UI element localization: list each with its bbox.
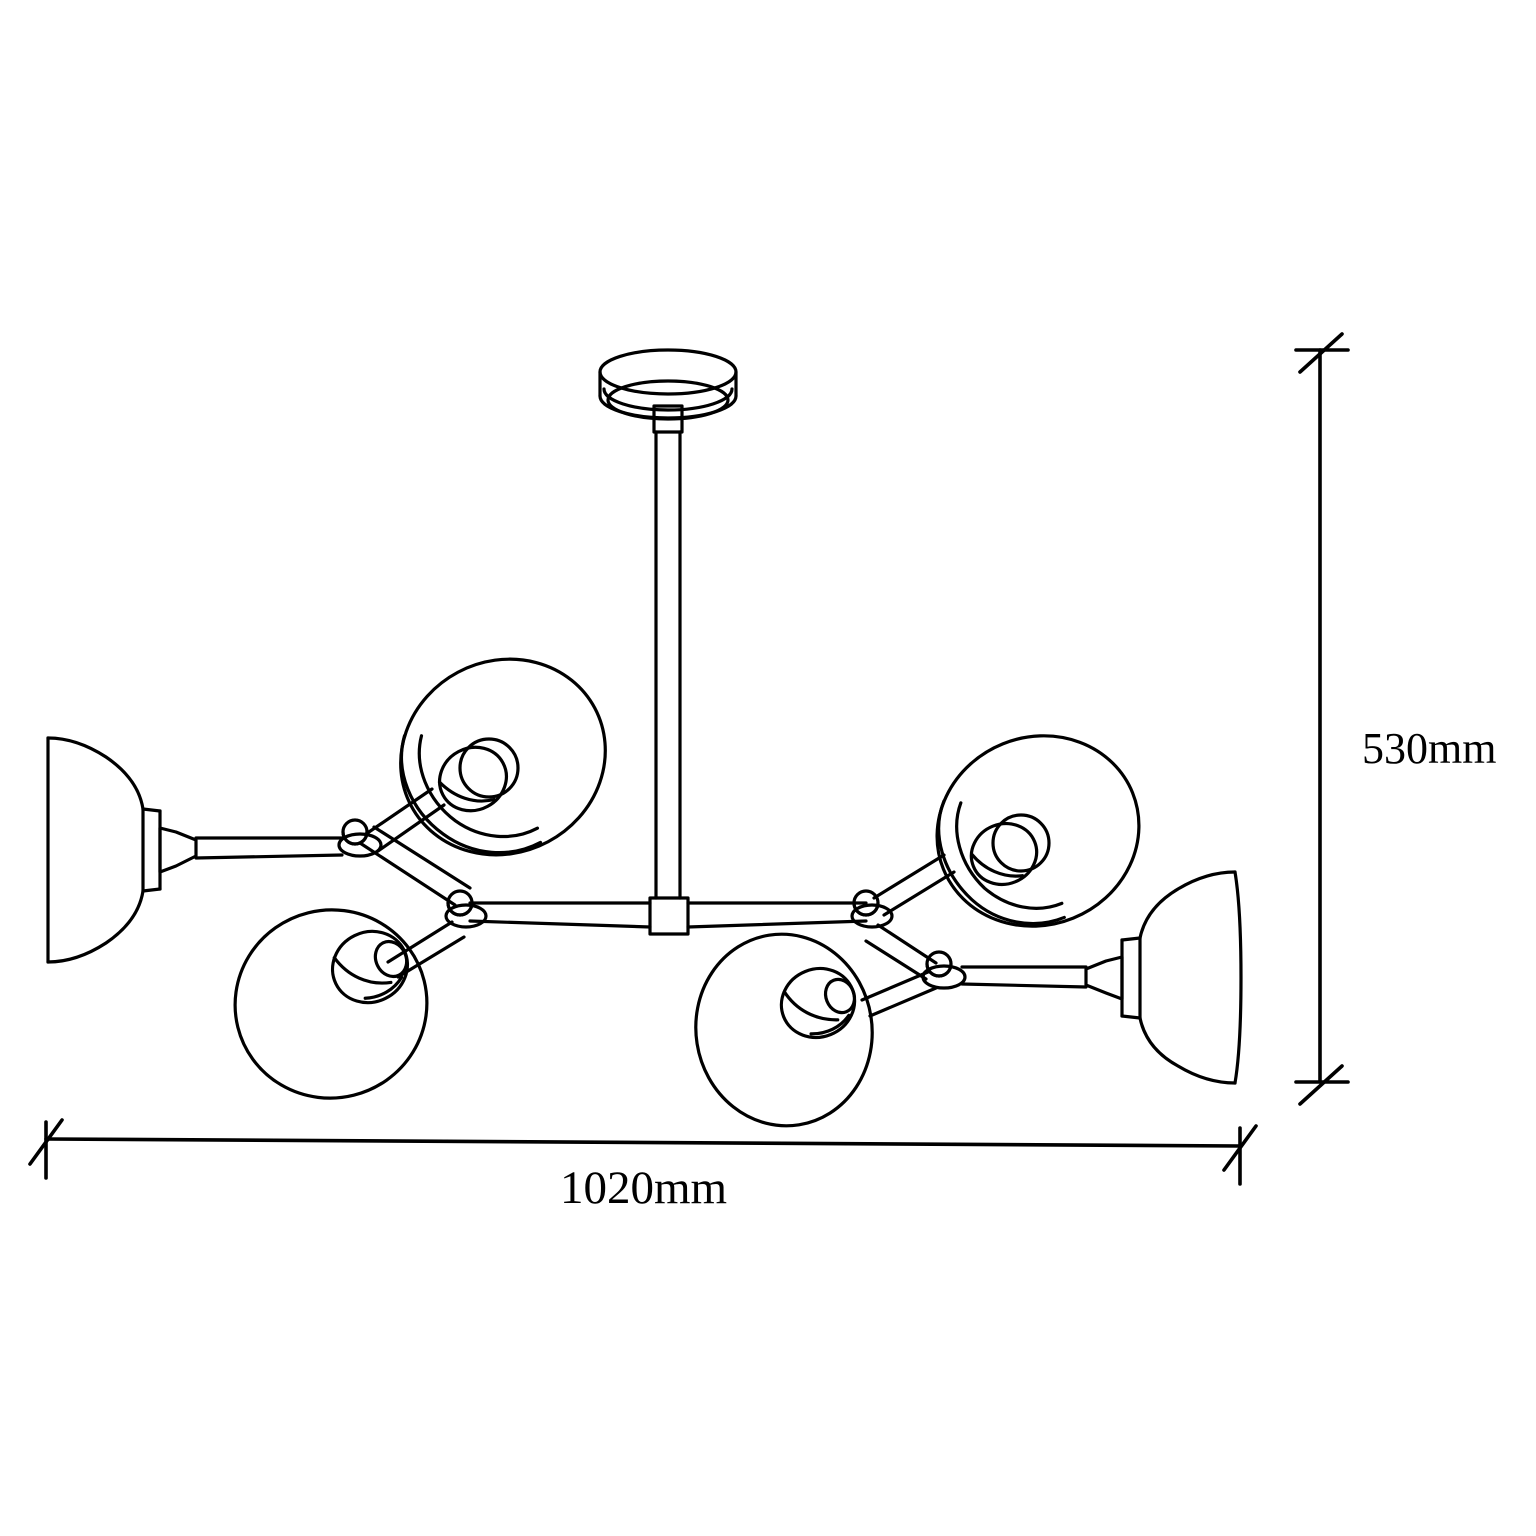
dimension-height xyxy=(1294,332,1350,1106)
shade-lower-center xyxy=(694,932,874,1128)
joint-upper-left xyxy=(337,818,383,858)
arm-left-outer xyxy=(194,836,344,860)
joint-lower-left xyxy=(444,889,488,929)
shade-upper-right xyxy=(935,734,1141,928)
joint-upper-right xyxy=(850,889,894,929)
arm-right-diagonal xyxy=(864,923,938,981)
dimension-height-label: 530mm xyxy=(1362,724,1497,773)
joint-lower-right xyxy=(921,950,967,990)
hub-horizontal-arms xyxy=(468,901,868,929)
dimension-width-label: 1020mm xyxy=(560,1162,728,1214)
arm-right-outer xyxy=(960,965,1088,989)
shade-right-outer xyxy=(1084,870,1243,1085)
shade-lower-left xyxy=(233,908,429,1100)
shade-left-outer xyxy=(46,736,198,964)
dimension-width xyxy=(28,1118,1258,1186)
ceiling-canopy xyxy=(598,348,738,421)
arm-upper-right-shade xyxy=(872,853,956,917)
shade-upper-left xyxy=(399,657,607,857)
arm-lower-center-shade xyxy=(860,970,938,1018)
center-hub xyxy=(648,896,690,936)
arm-upper-left-shade xyxy=(364,787,446,853)
arm-lower-left-shade xyxy=(386,920,466,979)
drop-rod xyxy=(652,404,684,900)
